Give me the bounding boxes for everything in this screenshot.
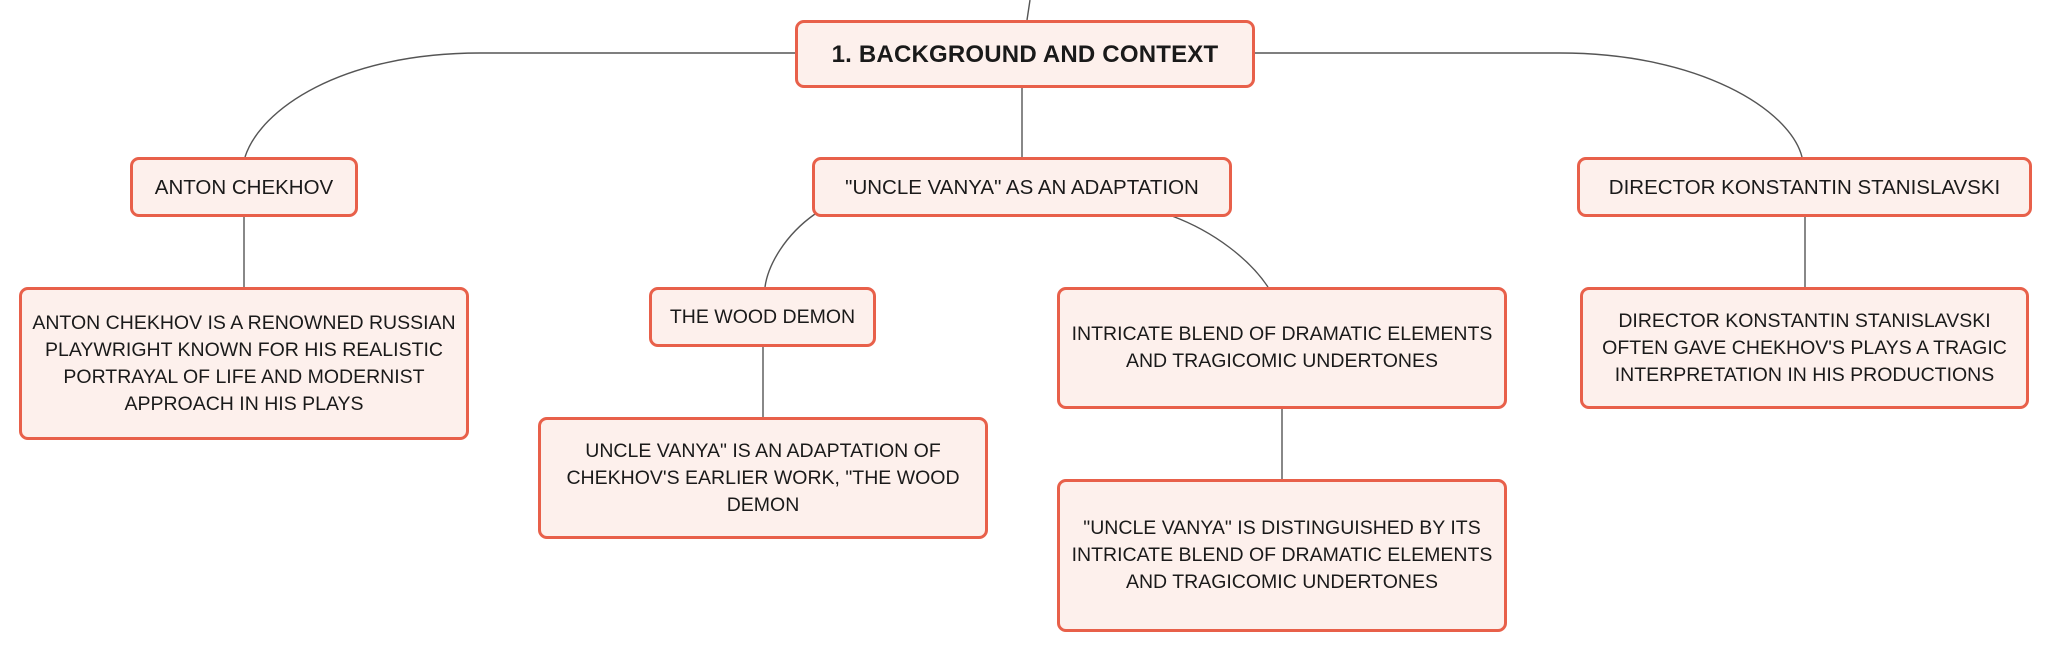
- detail-intricate-blend-text: "UNCLE VANYA" IS DISTINGUISHED BY ITS IN…: [1071, 517, 1493, 593]
- detail-wood-demon[interactable]: UNCLE VANYA" IS AN ADAPTATION OF CHEKHOV…: [538, 417, 988, 539]
- detail-stanislavski-text: DIRECTOR KONSTANTIN STANISLAVSKI OFTEN G…: [1602, 309, 2007, 386]
- root-topic-node[interactable]: 1. BACKGROUND AND CONTEXT: [795, 20, 1255, 88]
- detail-anton-chekhov[interactable]: ANTON CHEKHOV IS A RENOWNED RUSSIAN PLAY…: [19, 287, 469, 440]
- detail-anton-chekhov-text: ANTON CHEKHOV IS A RENOWNED RUSSIAN PLAY…: [32, 311, 456, 415]
- topic-anton-chekhov[interactable]: ANTON CHEKHOV: [130, 157, 358, 217]
- connector-uncle-vanya-to-blend: [1171, 215, 1269, 288]
- detail-stanislavski[interactable]: DIRECTOR KONSTANTIN STANISLAVSKI OFTEN G…: [1580, 287, 2029, 409]
- subtopic-intricate-blend-label: INTRICATE BLEND OF DRAMATIC ELEMENTS AND…: [1071, 323, 1493, 372]
- detail-intricate-blend[interactable]: "UNCLE VANYA" IS DISTINGUISHED BY ITS IN…: [1057, 479, 1507, 632]
- connector-to-parent: [1026, 0, 1031, 21]
- topic-uncle-vanya-adaptation[interactable]: "UNCLE VANYA" AS AN ADAPTATION: [812, 157, 1232, 217]
- detail-wood-demon-text: UNCLE VANYA" IS AN ADAPTATION OF CHEKHOV…: [566, 439, 960, 516]
- connector-root-to-stanislavski: [1255, 52, 1803, 158]
- connector-root-to-anton-chekhov: [244, 52, 795, 158]
- subtopic-intricate-blend[interactable]: INTRICATE BLEND OF DRAMATIC ELEMENTS AND…: [1057, 287, 1507, 409]
- subtopic-wood-demon-label: THE WOOD DEMON: [669, 305, 856, 328]
- root-topic-label: 1. BACKGROUND AND CONTEXT: [831, 40, 1219, 68]
- topic-uncle-vanya-adaptation-label: "UNCLE VANYA" AS AN ADAPTATION: [845, 175, 1199, 199]
- subtopic-wood-demon[interactable]: THE WOOD DEMON: [649, 287, 876, 347]
- topic-anton-chekhov-label: ANTON CHEKHOV: [154, 175, 334, 199]
- topic-director-stanislavski-label: DIRECTOR KONSTANTIN STANISLAVSKI: [1608, 175, 2001, 199]
- connector-uncle-vanya-to-wood-demon: [764, 213, 816, 288]
- topic-director-stanislavski[interactable]: DIRECTOR KONSTANTIN STANISLAVSKI: [1577, 157, 2032, 217]
